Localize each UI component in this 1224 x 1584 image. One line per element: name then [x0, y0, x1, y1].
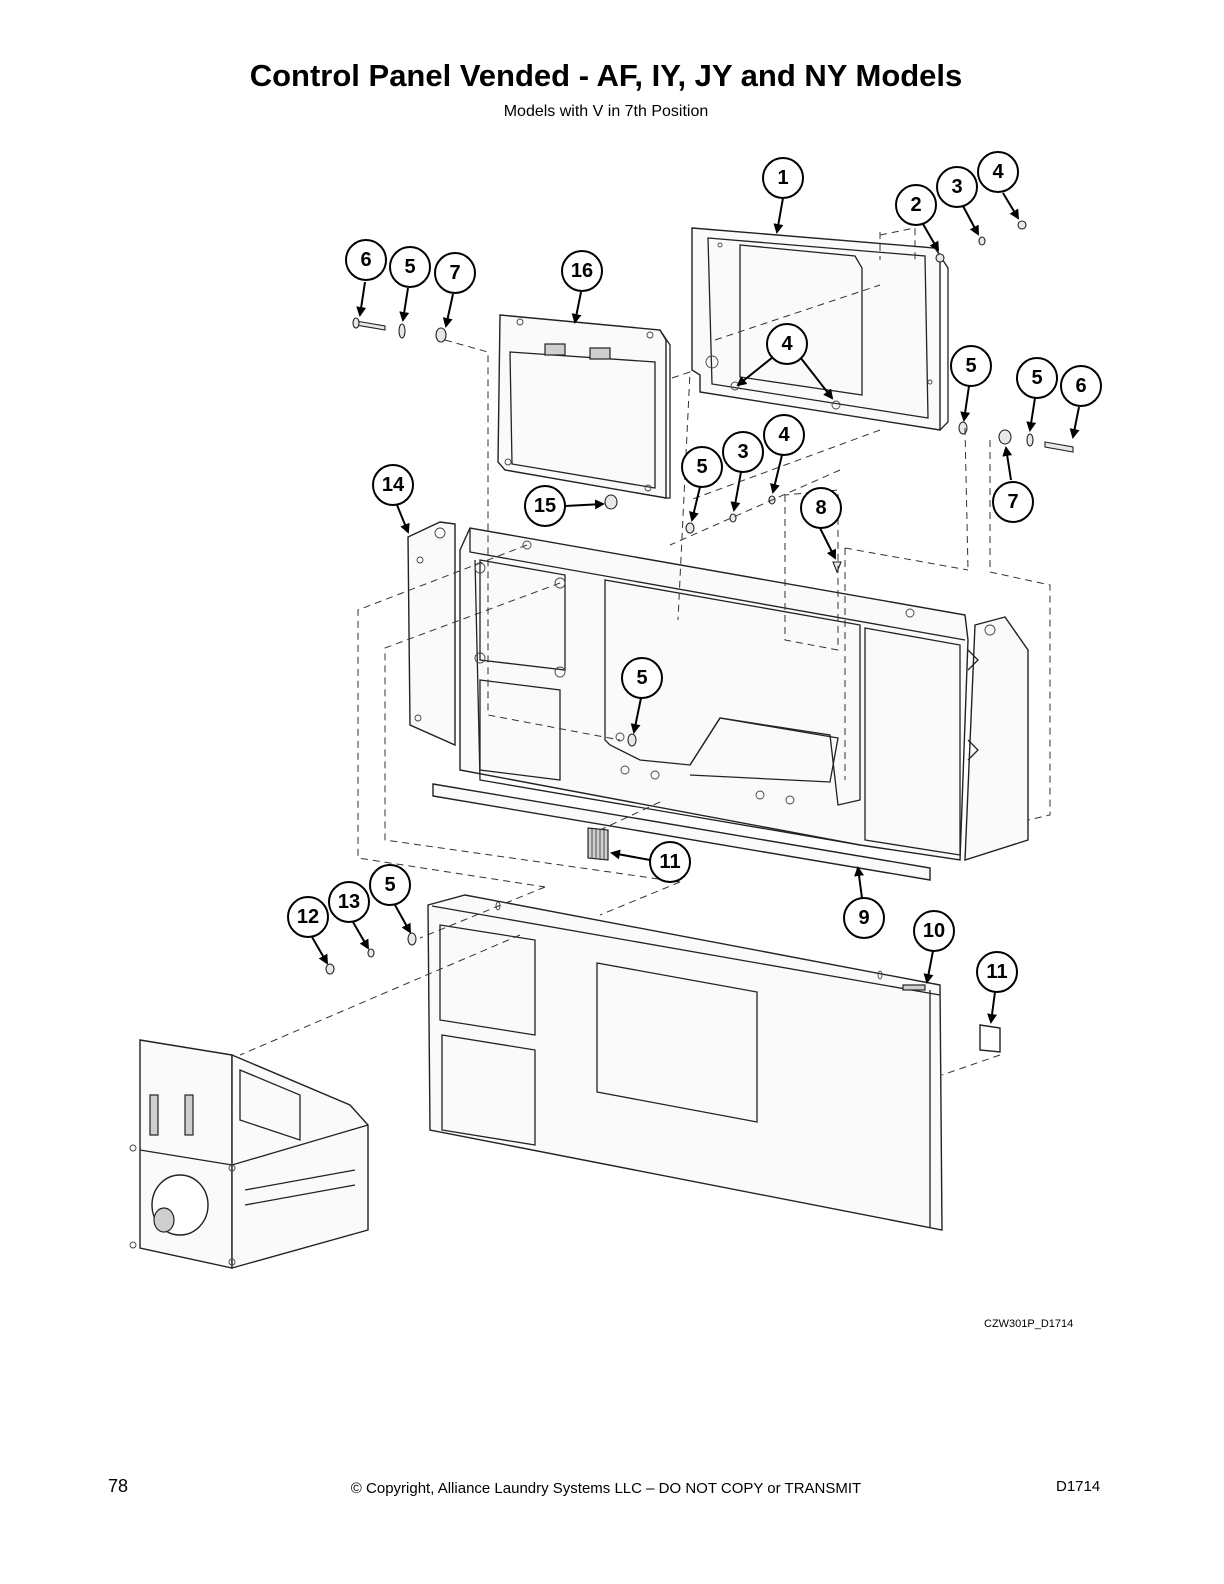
- callout-3: 3: [936, 166, 978, 208]
- svg-text:11: 11: [986, 961, 1007, 983]
- callout-4: 4: [763, 414, 805, 456]
- callout-5: 5: [950, 345, 992, 387]
- svg-text:14: 14: [382, 474, 405, 496]
- bracket-part-1: [691, 227, 949, 431]
- svg-text:16: 16: [571, 260, 593, 282]
- callout-9: 9: [843, 897, 885, 939]
- svg-text:10: 10: [923, 920, 945, 942]
- svg-text:12: 12: [297, 906, 319, 928]
- callout-arrows: [311, 192, 1080, 1024]
- callout-1: 1: [762, 157, 804, 199]
- svg-text:7: 7: [1007, 491, 1018, 513]
- callout-5: 5: [369, 864, 411, 906]
- callout-11: 11: [976, 951, 1018, 993]
- svg-text:3: 3: [951, 176, 962, 198]
- copyright-notice: © Copyright, Alliance Laundry Systems LL…: [350, 1480, 862, 1497]
- svg-text:4: 4: [992, 161, 1004, 183]
- svg-text:6: 6: [360, 249, 371, 271]
- svg-text:3: 3: [737, 441, 748, 463]
- callout-8: 8: [800, 487, 842, 529]
- callout-13: 13: [328, 881, 370, 923]
- svg-text:7: 7: [449, 262, 460, 284]
- callout-7: 7: [434, 252, 476, 294]
- callout-12: 12: [287, 896, 329, 938]
- callout-10: 10: [913, 910, 955, 952]
- cover-part-10: [427, 894, 943, 1231]
- callout-14: 14: [372, 464, 414, 506]
- callout-15: 15: [524, 485, 566, 527]
- callout-2: 2: [895, 184, 937, 226]
- side-bracket-part-14: [407, 521, 456, 747]
- svg-text:6: 6: [1075, 375, 1086, 397]
- svg-text:5: 5: [636, 667, 647, 689]
- callout-4: 4: [766, 323, 808, 365]
- display-part-16: [497, 314, 671, 499]
- hardware-items: [325, 220, 1074, 975]
- svg-text:4: 4: [778, 424, 790, 446]
- callout-4: 4: [977, 151, 1019, 193]
- callout-11: 11: [649, 841, 691, 883]
- callout-6: 6: [345, 239, 387, 281]
- side-bracket-right: [964, 616, 1029, 861]
- svg-text:11: 11: [659, 851, 680, 873]
- svg-text:8: 8: [815, 497, 826, 519]
- coin-mechanism: [129, 1039, 369, 1269]
- svg-text:5: 5: [965, 355, 976, 377]
- callout-5: 5: [389, 246, 431, 288]
- callout-5: 5: [681, 446, 723, 488]
- callout-7: 7: [992, 481, 1034, 523]
- callout-5: 5: [1016, 357, 1058, 399]
- page-title: Control Panel Vended - AF, IY, JY and NY…: [249, 58, 963, 93]
- callout-5: 5: [621, 657, 663, 699]
- svg-text:1: 1: [777, 167, 788, 189]
- strip-part-9: [432, 783, 931, 881]
- svg-text:9: 9: [858, 907, 869, 929]
- callout-3: 3: [722, 431, 764, 473]
- callouts: 1 2 3 4 6 5 7 16 4 5 5 6 14 15 5 3 4 8 7…: [287, 151, 1102, 993]
- svg-text:5: 5: [384, 874, 395, 896]
- page-subtitle: Models with V in 7th Position: [503, 103, 709, 120]
- svg-text:13: 13: [338, 891, 360, 913]
- svg-text:4: 4: [781, 333, 793, 355]
- alignment-lines: [239, 227, 1051, 1076]
- svg-text:5: 5: [404, 256, 415, 278]
- svg-text:5: 5: [696, 456, 707, 478]
- page-number: 78: [108, 1476, 129, 1496]
- svg-text:5: 5: [1031, 367, 1042, 389]
- svg-text:2: 2: [910, 194, 921, 216]
- callout-6: 6: [1060, 365, 1102, 407]
- document-code: D1714: [1056, 1478, 1101, 1495]
- main-panel-frame: [459, 527, 969, 861]
- label-part-11: [587, 827, 1001, 1053]
- callout-16: 16: [561, 250, 603, 292]
- svg-text:15: 15: [534, 495, 556, 517]
- drawing-code: CZW301P_D1714: [984, 1318, 1074, 1330]
